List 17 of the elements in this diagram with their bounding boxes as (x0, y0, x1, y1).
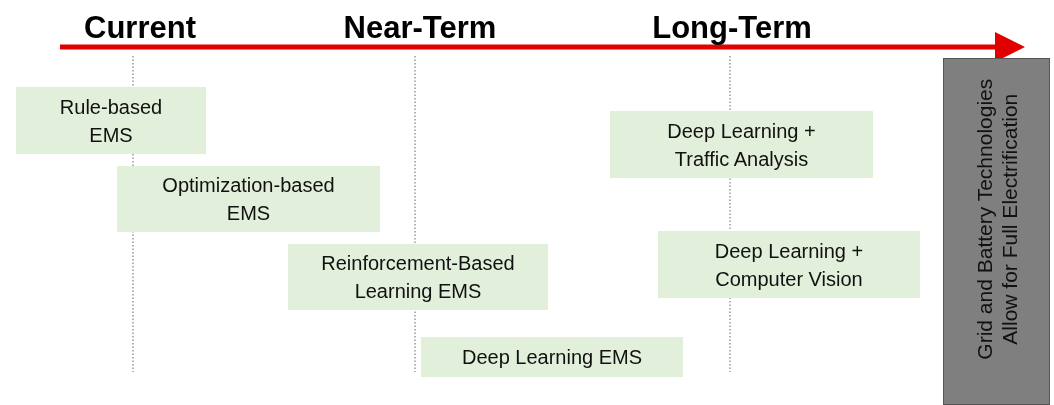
stage-box (288, 244, 548, 310)
phase-heading: Long-Term (652, 10, 812, 46)
stage-label: Reinforcement-Based Learning EMS (320, 251, 516, 304)
stage-label: Deep Learning + Traffic Analysis (666, 118, 817, 172)
stage-box (117, 166, 380, 232)
stage-label: Deep Learning + Computer Vision (713, 238, 865, 292)
stage-box (16, 87, 206, 154)
milestone-text: Grid and Battery Technologies Allow for Full Electrification (971, 77, 1022, 362)
phase-heading: Near-Term (343, 10, 497, 46)
stage-box (421, 337, 683, 377)
phase-heading: Current (84, 10, 196, 46)
stage-label: Rule-based EMS (58, 94, 164, 148)
stage-label: Optimization-based EMS (161, 173, 336, 226)
stage-box (610, 111, 873, 178)
stage-label: Deep Learning EMS (461, 345, 643, 370)
milestone-panel (943, 58, 1050, 405)
stage-box (658, 231, 920, 298)
